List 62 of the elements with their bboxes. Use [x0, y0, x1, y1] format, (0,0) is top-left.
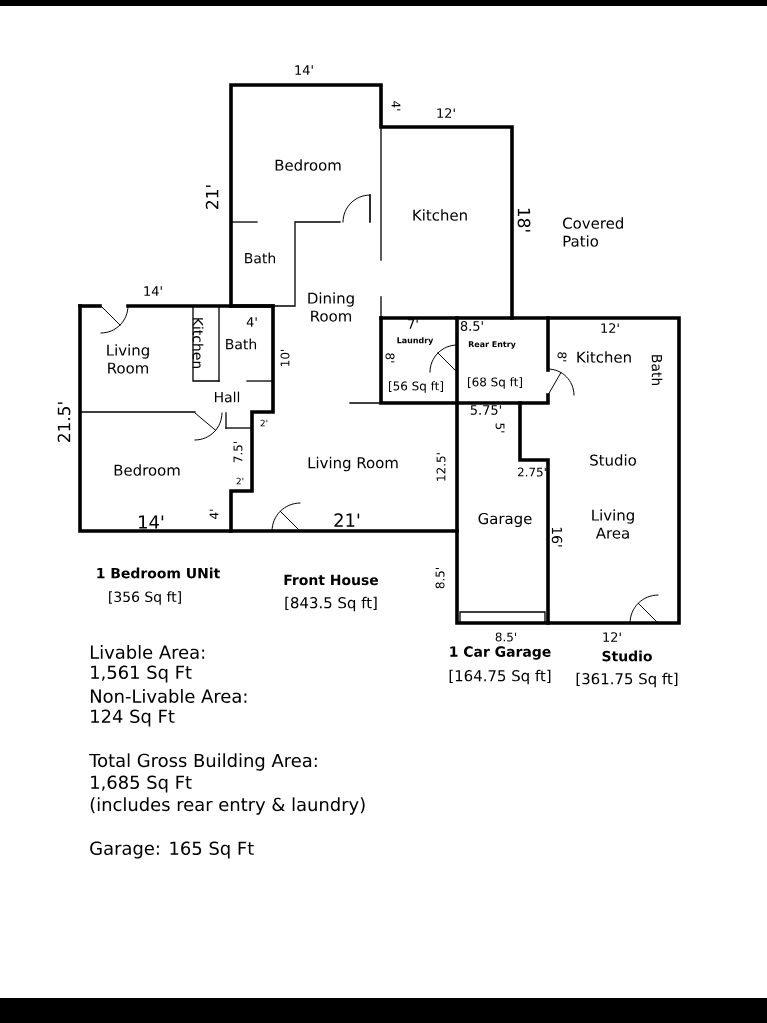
dimension-label: 12': [603, 632, 621, 642]
room-label: Dining Room: [308, 292, 354, 322]
area-note: 1,685 Sq Ft: [91, 775, 192, 793]
room-label: Kitchen: [192, 318, 204, 369]
area-note: 124 Sq Ft: [91, 709, 175, 727]
area-label: [56 Sq ft]: [389, 381, 443, 393]
room-label: Studio: [590, 454, 636, 466]
dimension-label: 4': [209, 509, 219, 519]
dimension-label: 4': [246, 317, 257, 327]
dimension-label: 4': [391, 101, 401, 111]
dimension-label: 21.5': [57, 402, 71, 442]
dimension-label: 21': [334, 513, 360, 527]
area-label: [361.75 Sq ft]: [576, 672, 678, 688]
dimension-label: 21': [205, 185, 219, 209]
room-label: Kitchen: [413, 209, 467, 221]
area-note: Non-Livable Area:: [90, 689, 247, 703]
dimension-label: 8.5': [460, 321, 483, 331]
area-label: [164.75 Sq ft]: [449, 669, 551, 685]
area-note: Livable Area:: [90, 645, 205, 659]
dimension-label: 8.5': [495, 632, 516, 642]
area-note: Garage: 165 Sq Ft: [90, 841, 254, 859]
dimension-label: 2.75': [517, 467, 546, 477]
dimension-label: 10': [280, 349, 290, 366]
dimension-label: 12.5': [436, 453, 446, 481]
area-note: 1,561 Sq Ft: [91, 665, 192, 683]
room-label: Bath: [226, 338, 257, 350]
room-label: Bath: [245, 252, 276, 264]
room-label: Kitchen: [577, 351, 631, 363]
dimension-label: 2': [236, 477, 244, 485]
room-label: Garage: [478, 512, 532, 528]
dimension-label: 8.5': [435, 568, 445, 589]
dimension-label: 12': [601, 323, 619, 333]
unit-title: Studio: [602, 650, 652, 662]
dimension-label: 14': [295, 65, 313, 75]
area-label: [843.5 Sq ft]: [285, 596, 377, 612]
unit-title: 1 Car Garage: [450, 646, 551, 660]
area-note: Total Gross Building Area:: [89, 753, 317, 771]
dimension-label: 7': [408, 319, 418, 329]
dimension-label: 5.75': [470, 405, 501, 415]
room-label: Bedroom: [114, 464, 180, 476]
dimension-label: 16': [551, 527, 563, 547]
dimension-label: 5': [495, 423, 505, 433]
dimension-label: 12': [437, 108, 455, 118]
area-note: (includes rear entry & laundry): [90, 797, 365, 815]
room-label: Living Room: [308, 456, 398, 472]
room-label: Living Area: [592, 509, 634, 539]
dimension-label: 18': [517, 208, 531, 232]
room-label: Living Room: [107, 344, 149, 374]
area-label: [68 Sq ft]: [468, 377, 522, 389]
area-label: [356 Sq ft]: [109, 591, 181, 605]
room-label: Covered Patio: [563, 217, 623, 247]
room-label: Hall: [215, 391, 240, 403]
dimension-label: 8': [557, 352, 567, 362]
unit-title: 1 Bedroom UNit: [97, 567, 220, 579]
room-label: Bath: [651, 355, 663, 386]
dimension-label: 14': [144, 286, 162, 296]
dimension-label: 7.5': [233, 442, 243, 463]
unit-title: Front House: [284, 574, 379, 586]
dimension-label: 8': [385, 353, 395, 363]
room-label: Bedroom: [275, 159, 341, 171]
dimension-label: 14': [139, 515, 164, 529]
dimension-label: 2': [260, 419, 268, 427]
